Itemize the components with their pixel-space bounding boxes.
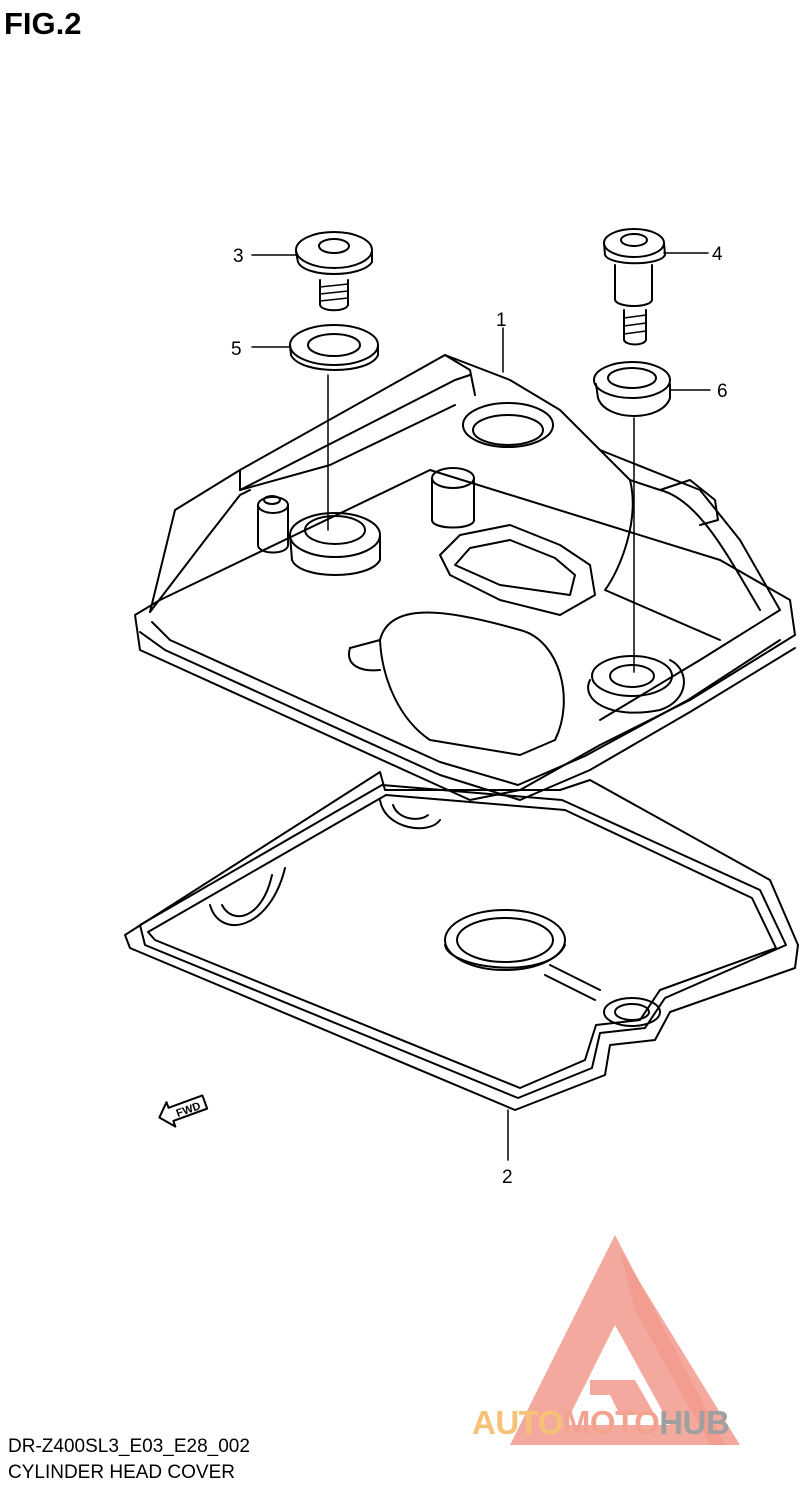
cylinder-head-cover: [134, 327, 796, 801]
grommet-right: [593, 361, 711, 673]
automotohub-logo: [510, 1235, 740, 1445]
bolt-right: [603, 228, 709, 346]
callout-1: 1: [496, 310, 507, 331]
logo-part-moto: MOTO: [562, 1404, 660, 1441]
logo-part-hub: HUB: [659, 1404, 730, 1441]
callout-3: 3: [233, 246, 244, 267]
logo-wordmark: AUTOMOTOHUB: [472, 1404, 730, 1442]
callout-2: 2: [502, 1167, 513, 1188]
logo-part-auto: AUTO: [472, 1404, 563, 1441]
head-cover-gasket: [124, 771, 799, 1161]
fwd-arrow-icon: FWD: [158, 1094, 209, 1128]
model-code: DR-Z400SL3_E03_E28_002: [8, 1436, 250, 1457]
callout-4: 4: [712, 244, 723, 265]
diagram-title: CYLINDER HEAD COVER: [8, 1462, 235, 1483]
bolt-left: [251, 231, 373, 312]
figure-label: FIG.2: [4, 6, 82, 41]
washer-left: [251, 324, 379, 531]
callout-6: 6: [717, 381, 728, 402]
callout-5: 5: [231, 339, 242, 360]
